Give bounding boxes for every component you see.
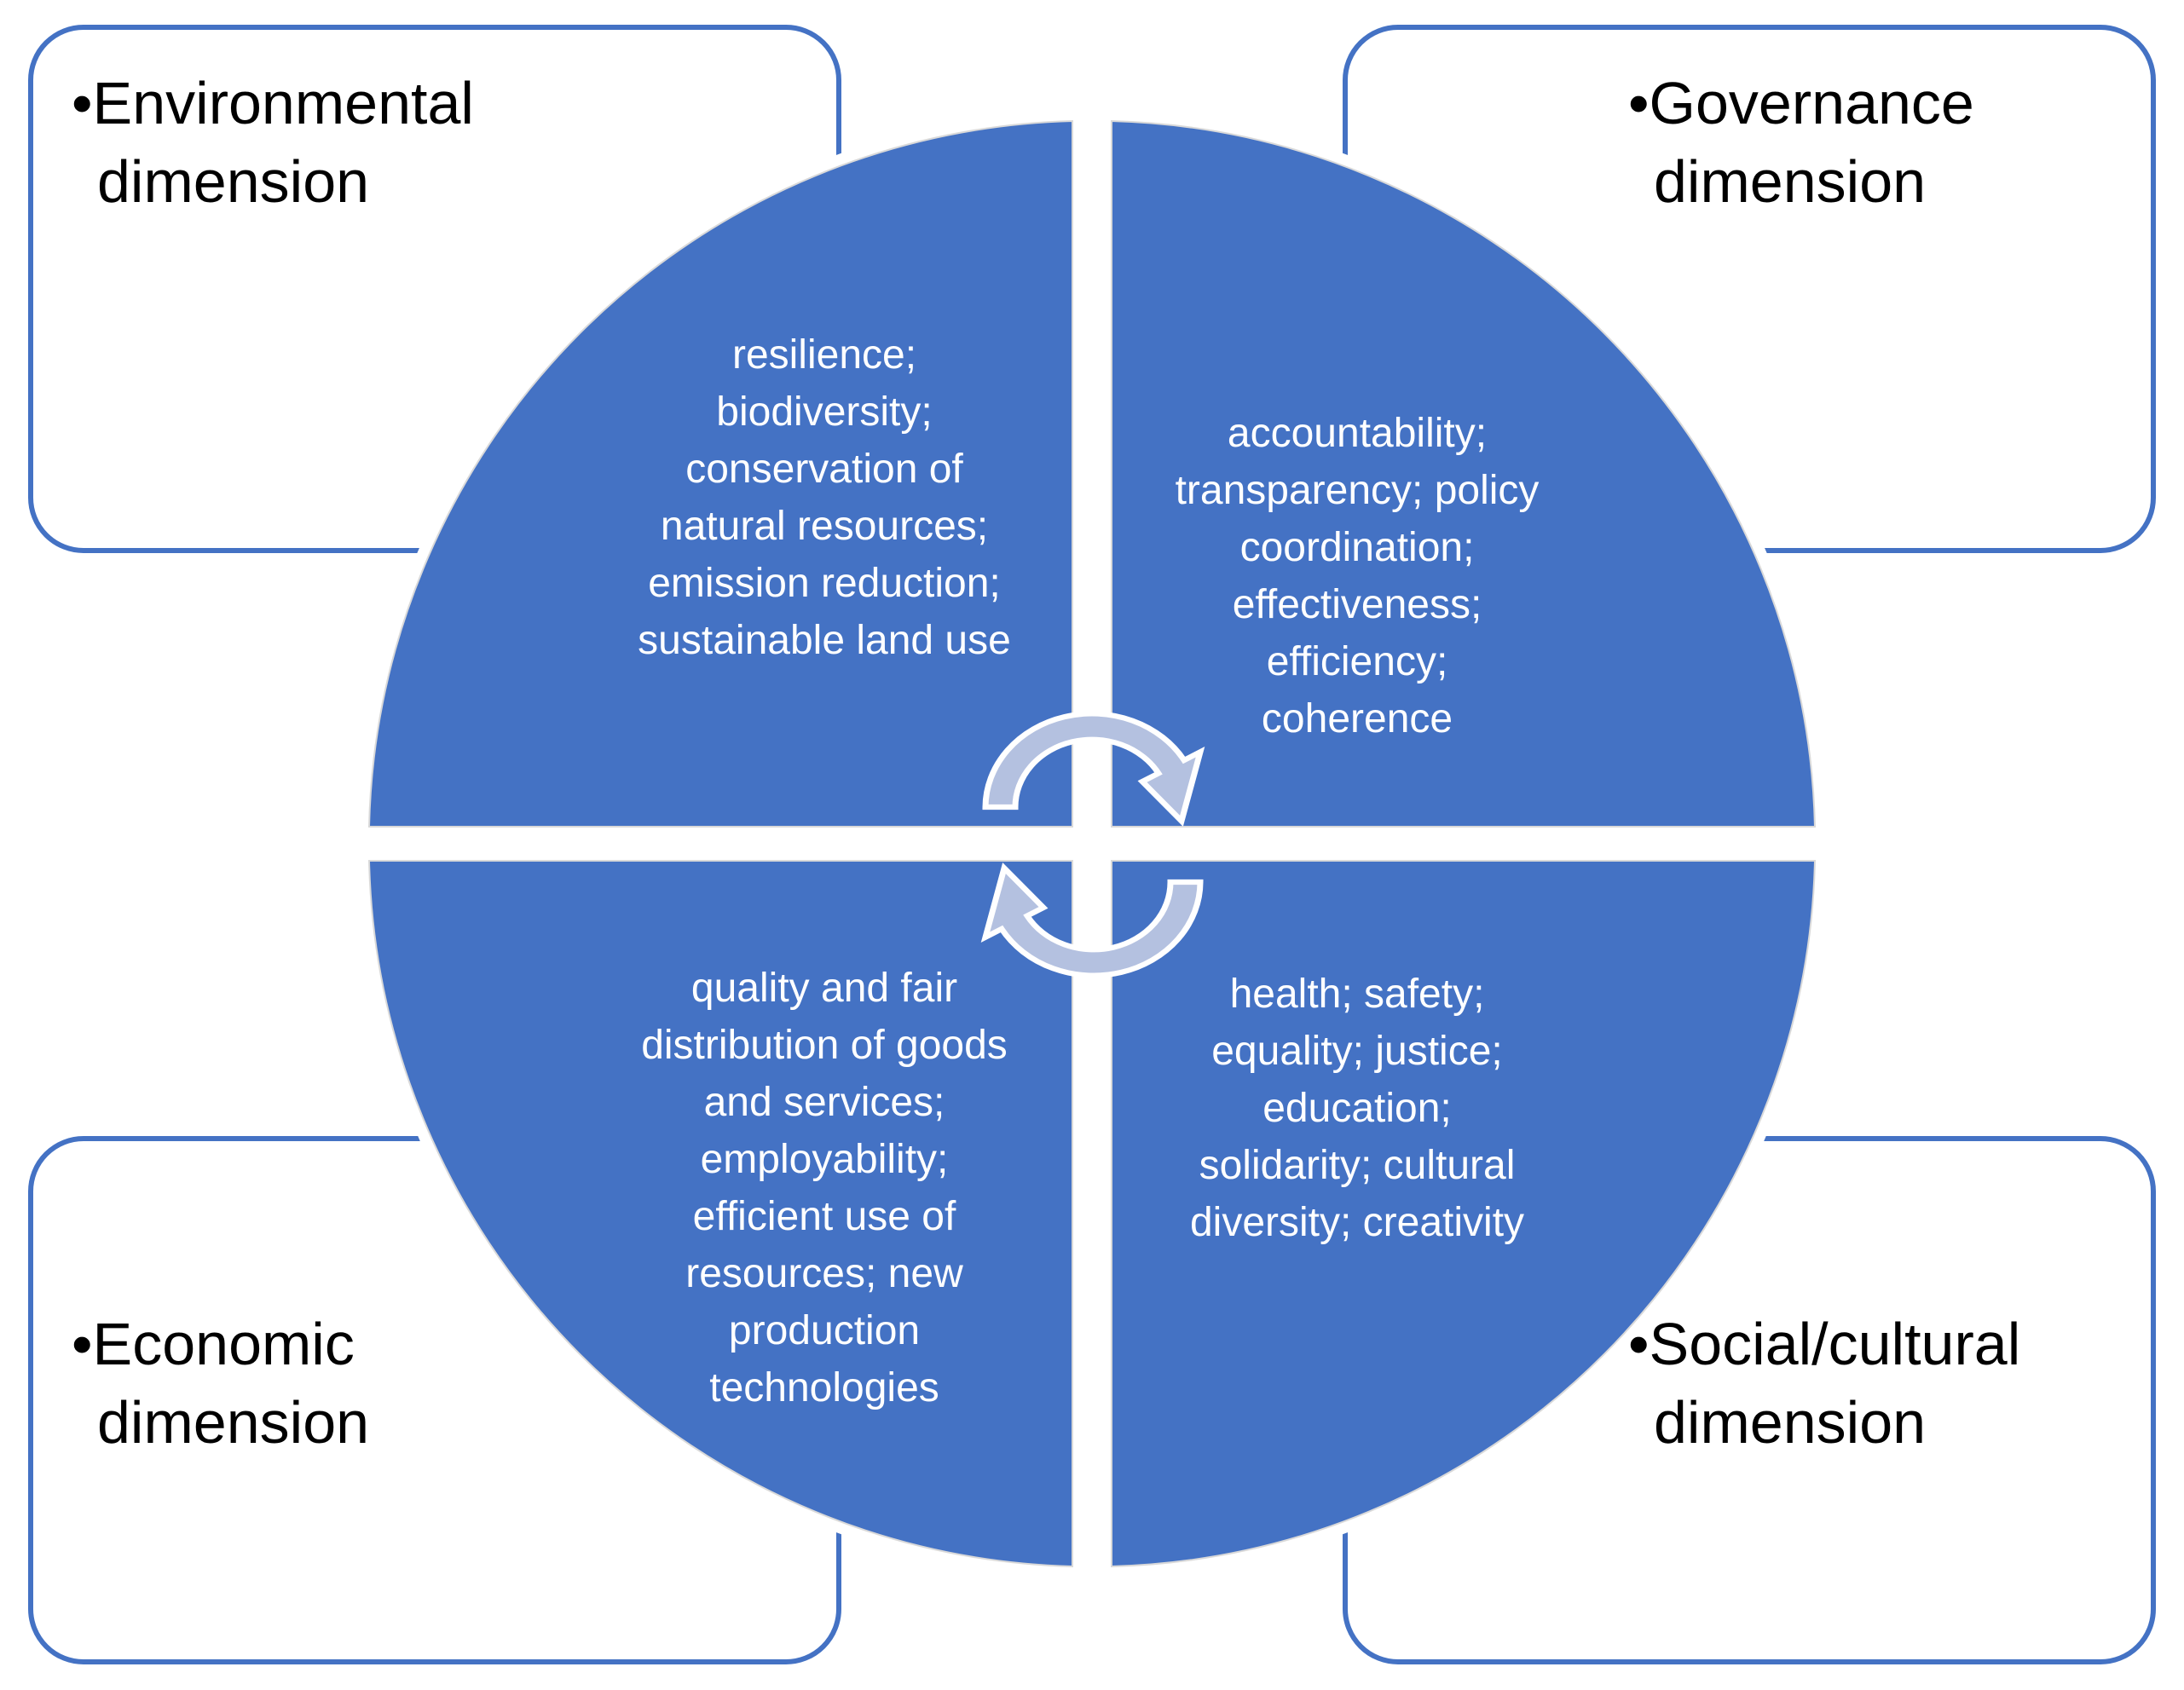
item-line: emission reduction; (648, 561, 1001, 606)
environmental-items: resilience; biodiversity; conservation o… (569, 326, 1080, 669)
governance-label: Governance dimension (1628, 64, 1974, 221)
item-line: transparency; policy (1175, 468, 1540, 513)
cycle-arrow-bottom-icon (980, 862, 1204, 978)
item-line: effectiveness; (1232, 582, 1482, 627)
item-line: production (728, 1308, 921, 1353)
item-line: health; safety; (1229, 972, 1485, 1017)
label-line: dimension (97, 148, 370, 215)
item-line: solidarity; cultural (1199, 1143, 1516, 1188)
item-line: education; (1262, 1086, 1452, 1131)
item-line: sustainable land use (638, 618, 1011, 663)
economic-label: Economic dimension (72, 1305, 370, 1462)
quadrant-social (1111, 860, 1817, 1568)
item-line: equality; justice; (1211, 1029, 1503, 1074)
item-line: efficient use of (692, 1194, 956, 1239)
item-line: resources; new (685, 1251, 963, 1296)
social-items: health; safety; equality; justice; educa… (1101, 966, 1613, 1251)
economic-items: quality and fair distribution of goods a… (569, 960, 1080, 1416)
governance-items: accountability; transparency; policy coo… (1101, 405, 1613, 747)
item-line: technologies (709, 1365, 939, 1410)
label-line: dimension (1654, 1389, 1927, 1456)
item-line: biodiversity; (716, 389, 933, 435)
label-line: Environmental (72, 64, 474, 142)
item-line: coherence (1261, 696, 1453, 741)
item-line: and services; (703, 1080, 945, 1125)
item-line: resilience; (731, 332, 917, 378)
item-line: coordination; (1239, 525, 1475, 570)
quadrant-economic (367, 860, 1073, 1568)
environmental-label: Environmental dimension (72, 64, 474, 221)
item-line: quality and fair (690, 966, 958, 1011)
item-line: natural resources; (660, 504, 989, 549)
label-line: dimension (1654, 148, 1927, 215)
item-line: accountability; (1227, 411, 1488, 456)
cycle-arrow-top-icon (982, 711, 1205, 827)
social-label: Social/cultural dimension (1628, 1305, 2021, 1462)
item-line: diversity; creativity (1189, 1200, 1525, 1245)
label-line: Social/cultural (1628, 1305, 2021, 1383)
quadrant-governance (1111, 119, 1817, 828)
label-line: Governance (1628, 64, 1974, 142)
item-line: distribution of goods (641, 1023, 1008, 1068)
label-line: dimension (97, 1389, 370, 1456)
label-line: Economic (72, 1305, 369, 1383)
item-line: conservation of (685, 447, 963, 492)
quadrant-environmental (367, 119, 1073, 828)
item-line: employability; (700, 1137, 949, 1182)
item-line: efficiency; (1266, 639, 1448, 684)
